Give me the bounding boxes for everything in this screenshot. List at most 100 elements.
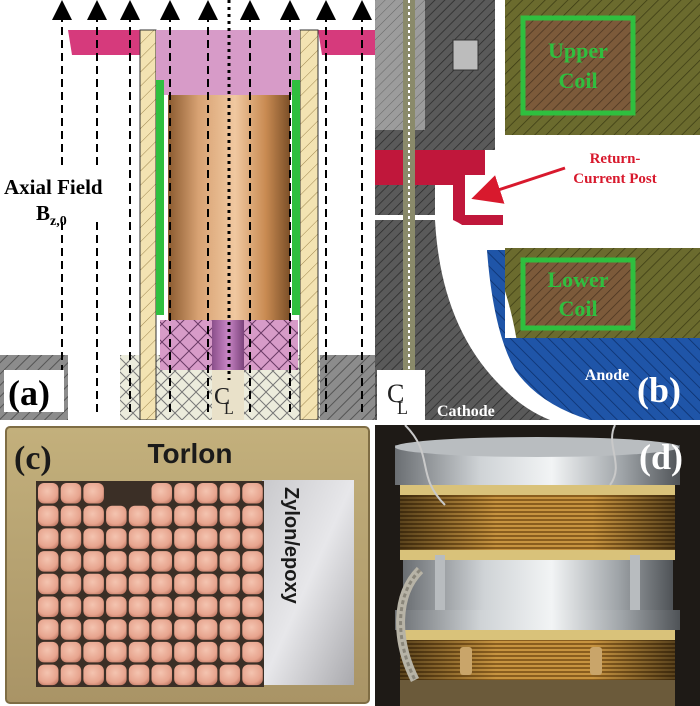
wire-strand <box>128 528 150 549</box>
wire-strand <box>196 619 218 640</box>
zylon-epoxy-region <box>262 480 354 685</box>
wire-strand <box>83 619 104 640</box>
wire-strand <box>174 619 195 640</box>
return-current-arrow <box>471 166 566 204</box>
wire-strand <box>83 596 104 617</box>
wire-strand <box>219 641 241 663</box>
axial-field-label: Axial Field <box>4 175 103 199</box>
lead-wire-left <box>404 425 446 506</box>
wire-strand <box>219 505 241 527</box>
wire-strand <box>106 664 127 686</box>
centerline-b-c: C <box>387 379 404 408</box>
wire-strand <box>60 619 82 640</box>
return-current-label-2: Current Post <box>573 171 656 187</box>
upper-coil-label-1: Upper <box>548 38 608 63</box>
panel-b-diagram: Upper Coil Lower Coil Return- Current Po… <box>375 0 700 420</box>
panel-c-photo: Torlon Zylon/epoxy (c) <box>0 425 375 706</box>
return-current-post <box>453 180 465 222</box>
wire-strand <box>38 483 59 504</box>
wire-strand <box>83 505 104 527</box>
wire-strand <box>60 551 82 572</box>
wire-strand <box>83 573 104 595</box>
left-green-strip <box>156 80 164 315</box>
wire-strand <box>151 596 172 617</box>
wire-strand <box>174 505 195 527</box>
wire-strand <box>219 551 241 572</box>
upper-coil-top-band <box>400 485 675 495</box>
wire-strand <box>151 619 172 640</box>
upper-coil-label-2: Coil <box>558 68 597 93</box>
connector-right <box>590 647 602 675</box>
wire-strand <box>151 528 172 549</box>
wire-strand <box>242 619 263 640</box>
wire-strand <box>174 551 195 572</box>
panel-b: Upper Coil Lower Coil Return- Current Po… <box>375 0 700 420</box>
wire-strand <box>106 641 127 663</box>
wire-strand <box>38 641 59 663</box>
axial-field-symbol: B <box>36 201 50 225</box>
upper-hub <box>425 0 495 150</box>
svg-text:Bz,0: Bz,0 <box>36 201 67 229</box>
return-current-label-1: Return- <box>590 151 641 167</box>
wire-strand <box>128 619 150 640</box>
wire-strand <box>196 505 218 527</box>
wire-strand <box>128 664 150 686</box>
upper-coil-bottom-band <box>400 550 675 560</box>
panel-a-diagram: Axial Field Bz,0 (a) C L <box>0 0 375 420</box>
wire-strand <box>60 641 82 663</box>
lead-wire-right <box>609 425 617 486</box>
wire-strand <box>219 619 241 640</box>
wire-strand <box>106 505 127 527</box>
wire-strand <box>83 664 104 686</box>
wire-strand <box>83 528 104 549</box>
wire-strand <box>60 483 82 504</box>
wire-strand <box>242 528 263 549</box>
anode-body <box>487 250 700 420</box>
anode-label: Anode <box>585 367 629 384</box>
wire-strand <box>174 573 195 595</box>
panel-a: Axial Field Bz,0 (a) C L <box>0 0 375 420</box>
panel-d-label: (d) <box>639 437 683 477</box>
wire-strand <box>60 505 82 527</box>
wire-strand <box>196 483 218 504</box>
wire-strand <box>242 505 263 527</box>
wire-strand <box>219 528 241 549</box>
panel-d-photo: (d) <box>375 425 700 706</box>
wire-strand <box>83 483 104 504</box>
wire-strand <box>60 528 82 549</box>
wire-strand <box>38 573 59 595</box>
panel-c-label: (c) <box>14 440 52 477</box>
wire-strand <box>38 619 59 640</box>
wire-strand <box>242 641 263 663</box>
wire-strand <box>128 505 150 527</box>
wire-strand <box>219 596 241 617</box>
wire-strand <box>38 596 59 617</box>
lower-coil-label-2: Coil <box>558 296 597 321</box>
wire-strand <box>128 596 150 617</box>
wire-strand <box>196 596 218 617</box>
bolt-head <box>452 39 479 71</box>
wire-strand <box>106 528 127 549</box>
centerline-c: C <box>214 384 230 410</box>
left-outer-wall <box>139 29 157 420</box>
wire-strand <box>196 528 218 549</box>
wire-strand <box>60 664 82 686</box>
centerline-l: L <box>224 401 234 418</box>
wire-strand <box>60 573 82 595</box>
wire-strand <box>196 641 218 663</box>
wire-strand <box>151 505 172 527</box>
lower-coil-label-1: Lower <box>547 267 608 292</box>
axial-field-label-bg <box>0 168 118 218</box>
wire-strand <box>196 664 218 686</box>
lower-flange <box>395 610 680 630</box>
return-current-foot <box>453 215 503 225</box>
wire-strand <box>174 596 195 617</box>
wire-strand <box>219 573 241 595</box>
support-rod-right <box>630 555 640 630</box>
wire-strand <box>38 505 59 527</box>
panel-c: Torlon Zylon/epoxy (c) <box>0 425 375 706</box>
wire-strand <box>83 641 104 663</box>
wire-strand <box>174 664 195 686</box>
right-outer-wall <box>299 29 319 420</box>
wire-strand <box>128 573 150 595</box>
